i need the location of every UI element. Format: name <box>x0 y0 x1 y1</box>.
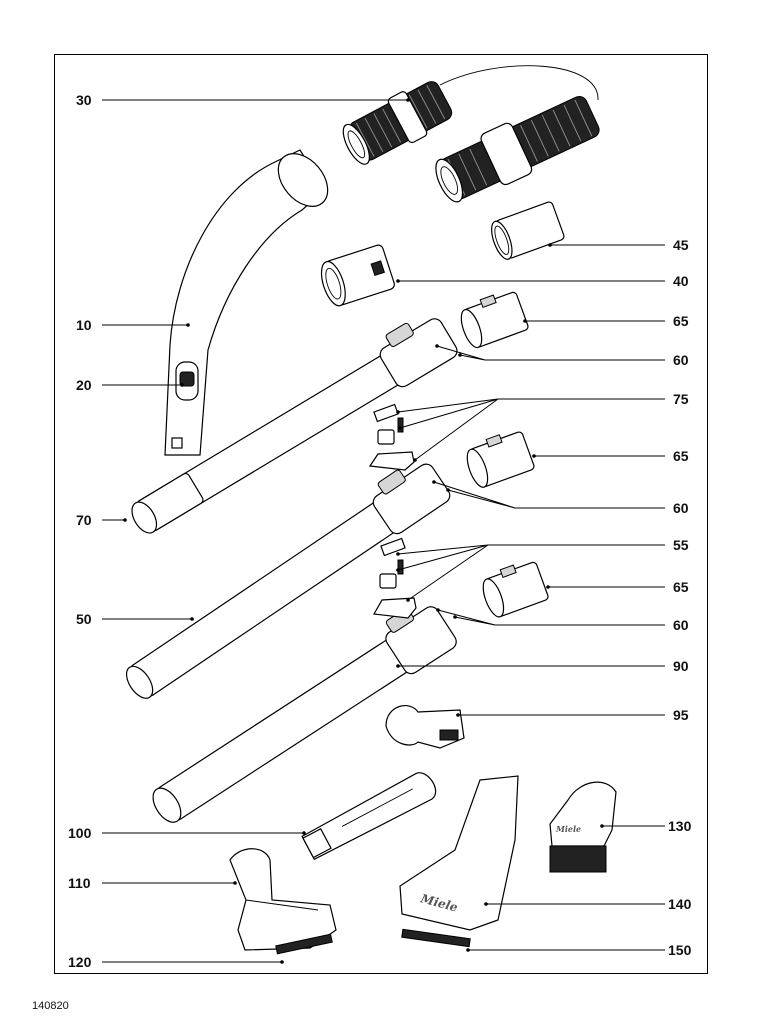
latch-parts-75 <box>368 403 415 471</box>
label-65b: 65 <box>673 448 689 464</box>
label-45: 45 <box>673 237 689 253</box>
label-60a: 60 <box>673 352 689 368</box>
hose-assembly <box>342 65 600 203</box>
label-65a: 65 <box>673 313 689 329</box>
label-150: 150 <box>668 942 692 958</box>
strip-120 <box>275 933 333 955</box>
leader-dots <box>123 98 604 964</box>
label-130: 130 <box>668 818 692 834</box>
coupling-65-b <box>466 431 535 488</box>
sleeve-45 <box>491 201 565 260</box>
leader-lines <box>102 99 665 963</box>
latch-parts-55 <box>373 537 417 619</box>
svg-text:Miele: Miele <box>555 824 581 834</box>
handle-10 <box>164 149 329 456</box>
coupling-65-a <box>460 291 529 349</box>
wide-nozzle-140: Miele <box>399 775 519 931</box>
label-65c: 65 <box>673 579 689 595</box>
label-60b: 60 <box>673 500 689 516</box>
label-95: 95 <box>673 707 689 723</box>
label-50: 50 <box>76 611 92 627</box>
clip-95 <box>385 705 465 749</box>
label-100: 100 <box>68 825 92 841</box>
tube-50 <box>125 463 451 699</box>
tube-90 <box>152 606 457 823</box>
label-70: 70 <box>76 512 92 528</box>
label-120: 120 <box>68 954 92 970</box>
label-140: 140 <box>668 896 692 912</box>
label-30: 30 <box>76 92 92 108</box>
label-40: 40 <box>673 273 689 289</box>
label-110: 110 <box>68 875 91 891</box>
upholstery-nozzle-110 <box>229 848 337 951</box>
crevice-tool-100 <box>301 772 437 861</box>
coupling-65-c <box>482 561 549 618</box>
label-60c: 60 <box>673 617 689 633</box>
label-75: 75 <box>673 391 689 407</box>
diagram-frame <box>54 54 708 974</box>
tube-70 <box>131 318 458 534</box>
part-labels: 30 45 40 10 65 60 20 75 65 70 60 55 50 6… <box>68 92 692 970</box>
label-20: 20 <box>76 377 92 393</box>
label-90: 90 <box>673 658 689 674</box>
label-10: 10 <box>76 317 92 333</box>
document-number: 140820 <box>32 1000 69 1012</box>
strip-150 <box>401 928 471 948</box>
dusting-brush-130: Miele <box>549 781 617 873</box>
label-55: 55 <box>673 537 689 553</box>
swivel-40 <box>320 244 395 307</box>
